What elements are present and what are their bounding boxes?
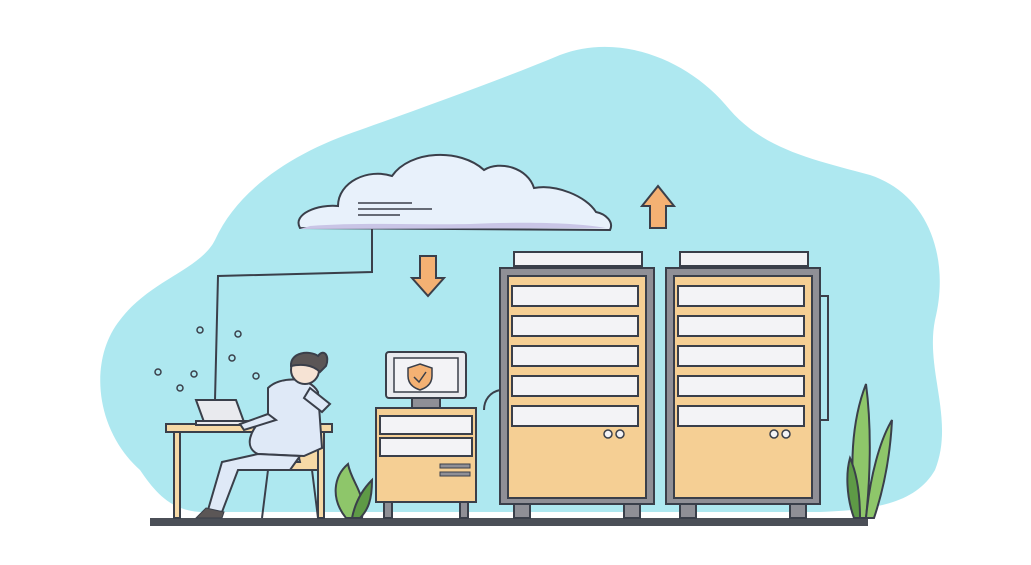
person-working [194, 351, 332, 519]
plant-tall [846, 383, 893, 519]
network-cable [214, 229, 373, 401]
plant-small [334, 462, 374, 519]
cloud-icon [297, 153, 612, 232]
up-arrow-icon [639, 184, 677, 229]
down-arrow-icon [409, 255, 447, 298]
shield-check-icon [407, 363, 433, 391]
security-monitor [385, 351, 467, 409]
server-rack-left [483, 251, 655, 519]
small-server-cabinet [375, 407, 477, 519]
floating-specks [154, 326, 260, 392]
floor [150, 518, 868, 526]
server-rack-right [665, 251, 829, 519]
